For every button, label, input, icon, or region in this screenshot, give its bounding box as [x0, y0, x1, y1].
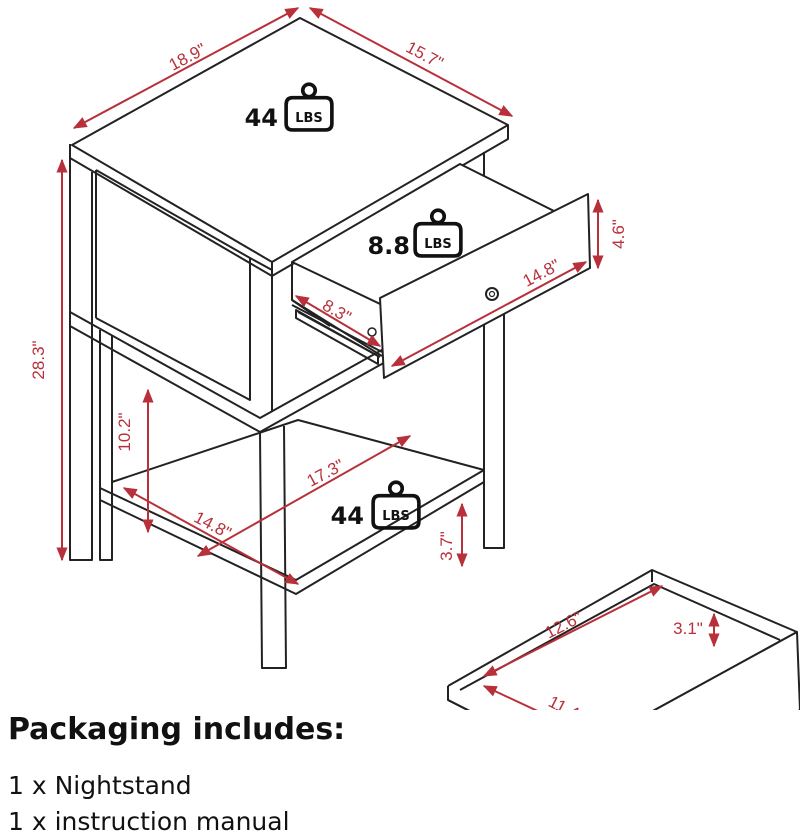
dim-line-top-depth — [72, 7, 300, 129]
dim-top-width: 15.7" — [403, 38, 446, 73]
dim-inner-width: 11.4" — [545, 692, 587, 710]
weight-top-value: 44 — [245, 104, 278, 132]
weight-badge-drawer: 8.8 LBS — [367, 208, 463, 260]
dim-inner-height: 3.1" — [673, 619, 703, 638]
upper-case — [95, 169, 251, 401]
front-right-leg — [259, 425, 287, 669]
dim-drawer-front-height: 4.6" — [609, 219, 628, 249]
packaging-item: 1 x instruction manual — [8, 807, 290, 836]
dim-line-inner-width — [482, 685, 576, 710]
dim-leg-clearance: 3.7" — [437, 531, 456, 561]
dim-line-drawer-front-width — [390, 261, 588, 367]
drawer-knob — [485, 287, 499, 301]
dim-line-inner-depth — [482, 585, 664, 677]
weight-badge-shelf: 44 LBS — [331, 480, 421, 530]
dimension-lines — [56, 7, 720, 710]
dim-inner-depth: 12.6" — [542, 608, 585, 643]
packaging-list: 1 x Nightstand 1 x instruction manual — [8, 768, 290, 840]
packaging-title: Packaging includes: — [8, 712, 346, 747]
weight-top-unit: LBS — [295, 111, 323, 126]
weight-badge-top: 44 LBS — [245, 82, 334, 132]
back-right-leg — [483, 288, 505, 549]
front-left-leg — [69, 158, 93, 561]
weight-drawer-value: 8.8 — [367, 232, 410, 260]
dim-line-top-width — [308, 7, 514, 117]
nightstand-diagram: 18.9" 15.7" 28.3" 4.6" 14.8" 8.3" 10.2" … — [29, 7, 800, 710]
weight-shelf-value: 44 — [331, 502, 364, 530]
packaging-item: 1 x Nightstand — [8, 771, 192, 800]
weight-drawer-unit: LBS — [424, 237, 452, 252]
dim-shelf-clearance: 10.2" — [115, 412, 134, 451]
dim-line-shelf-depth — [122, 487, 300, 585]
dim-total-height: 28.3" — [29, 340, 48, 379]
bottom-shelf — [99, 469, 485, 595]
runner-screw — [367, 327, 377, 337]
dim-top-depth: 18.9" — [166, 40, 209, 75]
dim-shelf-width: 17.3" — [304, 456, 347, 491]
dim-line-drawer-depth — [294, 295, 382, 347]
drawer-detail — [447, 569, 800, 710]
weight-shelf-unit: LBS — [382, 509, 410, 524]
back-left-leg — [99, 330, 113, 561]
